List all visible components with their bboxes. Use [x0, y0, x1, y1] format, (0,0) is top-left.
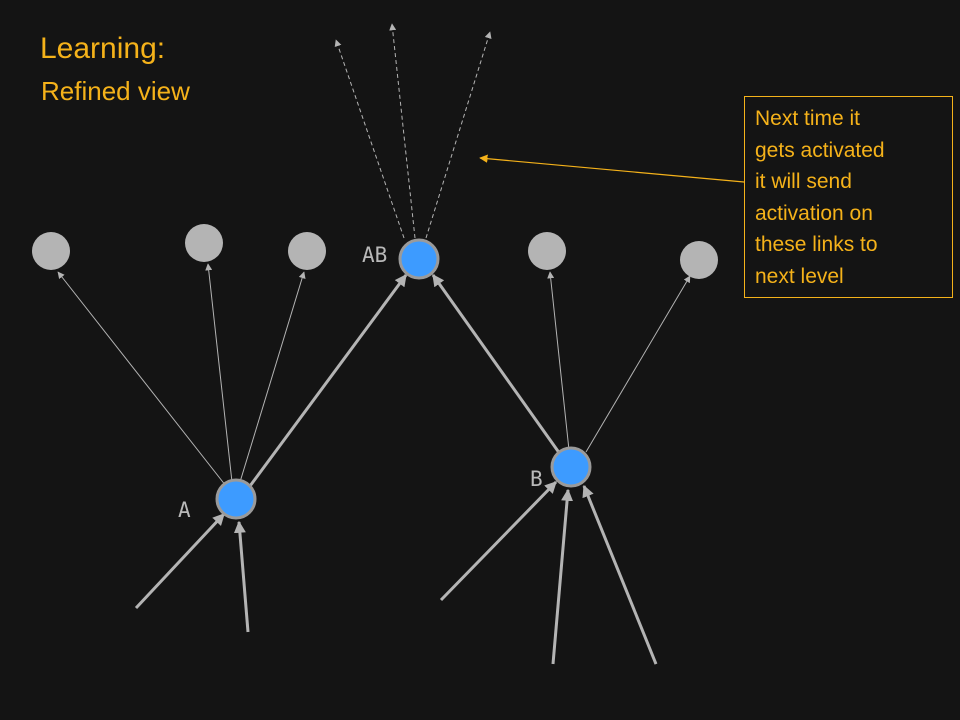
ab-dashed-link-middle [389, 23, 416, 239]
input-link-a-1 [134, 512, 226, 610]
node-label-b: B [530, 467, 543, 491]
inactive-node-2 [185, 224, 223, 262]
callout-box: Next time it gets activated it will send… [744, 96, 953, 298]
a-link-to-ab [248, 274, 408, 487]
inactive-node-5 [528, 232, 566, 270]
slide-subtitle: Refined view [41, 76, 190, 106]
b-link-to-node-6 [585, 275, 691, 453]
input-link-b-1 [439, 480, 558, 602]
callout-pointer-arrow [479, 154, 745, 183]
ab-dashed-link-left [334, 39, 405, 239]
input-link-b-2 [551, 488, 574, 665]
node-a [215, 478, 257, 520]
a-link-to-node-3 [239, 271, 306, 483]
inactive-node-1 [32, 232, 70, 270]
input-link-a-2 [233, 520, 250, 633]
b-link-to-ab [431, 274, 562, 455]
slide-title: Learning: [40, 32, 166, 65]
a-link-to-node-1 [57, 271, 227, 487]
inactive-node-3 [288, 232, 326, 270]
node-b [550, 446, 592, 488]
node-label-ab: AB [362, 243, 387, 267]
inactive-node-6 [680, 241, 718, 279]
input-link-b-3 [582, 484, 658, 665]
ab-dashed-link-right [425, 31, 492, 239]
node-ab [398, 238, 440, 280]
a-link-to-node-2 [205, 263, 233, 483]
node-label-a: A [178, 498, 191, 522]
b-link-to-node-5 [547, 271, 570, 451]
